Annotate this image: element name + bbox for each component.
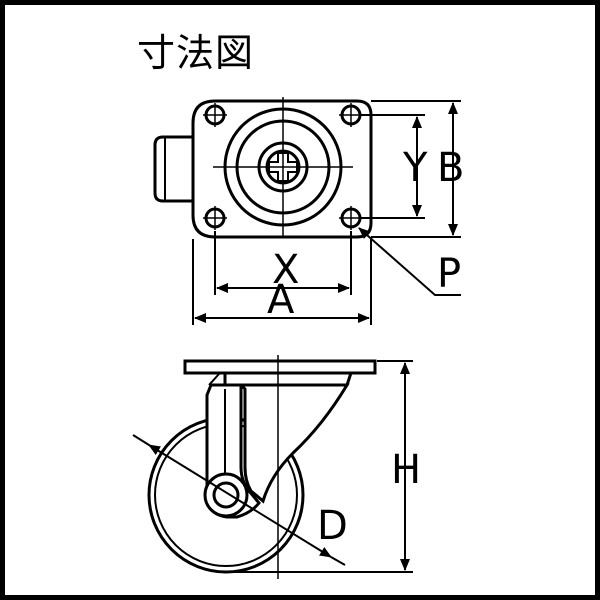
leader-line-p	[358, 227, 461, 296]
caster-dimension-drawing: X A Y B P	[132, 97, 464, 579]
side-view-labels: H D	[317, 447, 421, 549]
label-a: A	[267, 277, 295, 323]
diagram-title: 寸法図	[137, 31, 255, 75]
mount-plate-outline	[191, 99, 373, 239]
label-d: D	[317, 503, 348, 549]
top-view-dimensions	[192, 100, 461, 325]
label-y: Y	[402, 145, 428, 191]
swivel-housing	[223, 371, 354, 387]
axle-hub	[203, 472, 249, 518]
dimension-line-d	[148, 444, 332, 558]
side-view-dimensions	[132, 360, 413, 573]
label-b: B	[437, 145, 464, 191]
mount-plate-tab	[153, 135, 193, 203]
label-h: H	[391, 447, 421, 493]
top-view-labels: X A Y B P	[267, 145, 464, 323]
label-x: X	[272, 247, 299, 293]
caster-fork-rear	[237, 383, 350, 504]
label-p: P	[437, 251, 461, 297]
top-view	[153, 97, 373, 239]
side-mount-plate	[183, 359, 377, 375]
kingpin-cross-icon	[268, 152, 298, 182]
